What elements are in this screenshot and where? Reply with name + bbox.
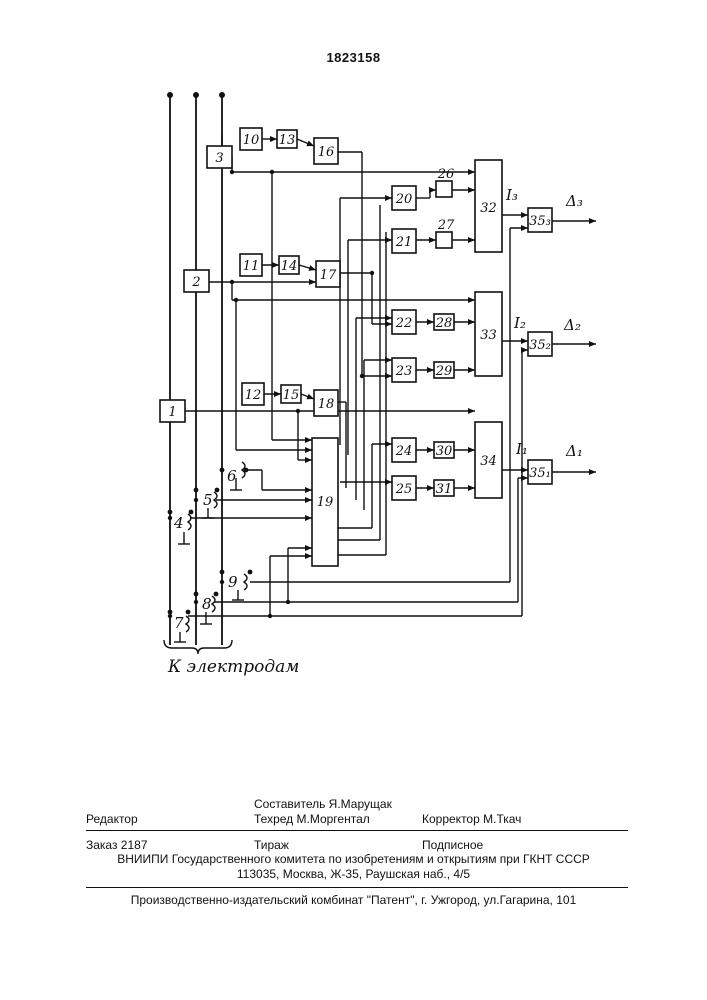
institute-line: ВНИИПИ Государственного комитета по изоб… bbox=[0, 852, 707, 866]
address-line: 113035, Москва, Ж-35, Раушская наб., 4/5 bbox=[0, 867, 707, 881]
block-16-label: 16 bbox=[318, 145, 335, 160]
block-32-label: 32 bbox=[480, 201, 497, 216]
block-3-label: 3 bbox=[215, 151, 223, 166]
block-31-label: 31 bbox=[436, 482, 453, 497]
electrodes-caption: К электродам bbox=[167, 657, 299, 677]
order-label: Заказ 2187 bbox=[86, 838, 148, 852]
block-15-label: 15 bbox=[283, 388, 300, 403]
block-2-label: 2 bbox=[191, 275, 200, 290]
block-13-label: 13 bbox=[279, 133, 296, 148]
signal-i2: I₂ bbox=[513, 314, 526, 332]
footer-rule-bottom bbox=[86, 887, 628, 888]
block-35-1-label: 35₁ bbox=[529, 466, 551, 481]
block-10-label: 10 bbox=[243, 133, 260, 148]
block-23-label: 23 bbox=[395, 364, 413, 379]
block-26 bbox=[436, 181, 452, 197]
block-29-label: 29 bbox=[435, 364, 453, 379]
editor-label: Редактор bbox=[86, 812, 138, 826]
switch-8-label: 8 bbox=[202, 595, 212, 613]
block-11-label: 11 bbox=[243, 259, 260, 274]
block-19-label: 19 bbox=[317, 495, 334, 510]
footer-rule-top bbox=[86, 830, 628, 831]
switch-7-label: 7 bbox=[174, 614, 184, 632]
block-35-2-label: 35₂ bbox=[529, 338, 551, 353]
block-21-label: 21 bbox=[395, 235, 413, 250]
block-22-label: 22 bbox=[395, 316, 413, 331]
block-33-label: 33 bbox=[480, 328, 497, 343]
circulation-label: Тираж bbox=[254, 838, 289, 852]
block-diagram: 3 2 1 10 13 16 11 14 17 12 15 18 19 20 2… bbox=[0, 0, 707, 690]
signal-delta1: Δ₁ bbox=[565, 442, 583, 460]
signal-i3: I₃ bbox=[505, 186, 518, 204]
switch-4-label: 4 bbox=[173, 514, 184, 532]
techred-label: Техред М.Моргентал bbox=[254, 812, 370, 826]
compiler-label: Составитель Я.Марущак bbox=[254, 797, 392, 811]
block-27-label: 27 bbox=[437, 218, 455, 233]
signal-delta3: Δ₃ bbox=[565, 192, 583, 210]
switch-9-label: 9 bbox=[228, 573, 238, 591]
block-25-label: 25 bbox=[395, 482, 413, 497]
switch-6-label: 6 bbox=[227, 467, 237, 485]
block-26-label: 26 bbox=[437, 167, 455, 182]
block-18-label: 18 bbox=[318, 397, 335, 412]
block-35-3-label: 35₃ bbox=[529, 214, 551, 229]
block-27 bbox=[436, 232, 452, 248]
printer-line: Производственно-издательский комбинат "П… bbox=[0, 893, 707, 907]
signal-i1: I₁ bbox=[515, 440, 528, 458]
block-14-label: 14 bbox=[281, 259, 298, 274]
switches: 6 5 4 9 8 7 bbox=[168, 462, 253, 642]
electrode-bus-lines bbox=[167, 92, 225, 645]
corrector-label: Корректор М.Ткач bbox=[422, 812, 521, 826]
block-30-label: 30 bbox=[436, 444, 453, 459]
block-34-label: 34 bbox=[480, 454, 497, 469]
block-24-label: 24 bbox=[395, 444, 413, 459]
block-1-label: 1 bbox=[168, 405, 176, 420]
subscription-label: Подписное bbox=[422, 838, 483, 852]
switch-5-label: 5 bbox=[203, 491, 213, 509]
block-17-label: 17 bbox=[320, 268, 337, 283]
signal-delta2: Δ₂ bbox=[563, 316, 581, 334]
block-12-label: 12 bbox=[245, 388, 262, 403]
block-28-label: 28 bbox=[435, 316, 453, 331]
block-20-label: 20 bbox=[395, 192, 413, 207]
